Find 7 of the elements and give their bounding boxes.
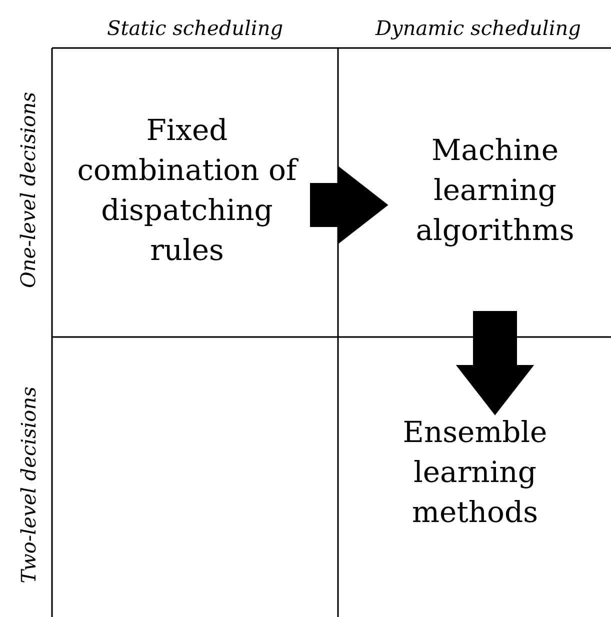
row-header: Two-level decisions bbox=[16, 386, 40, 584]
cell-text: Fixed combination of dispatching rules bbox=[76, 112, 300, 269]
column-header: Static scheduling bbox=[107, 16, 283, 40]
cell-text: Ensemble learning methods bbox=[402, 414, 548, 531]
cell-text: Machine learning algorithms bbox=[414, 132, 576, 249]
row-header: One-level decisions bbox=[16, 92, 40, 288]
column-header: Dynamic scheduling bbox=[376, 16, 581, 40]
